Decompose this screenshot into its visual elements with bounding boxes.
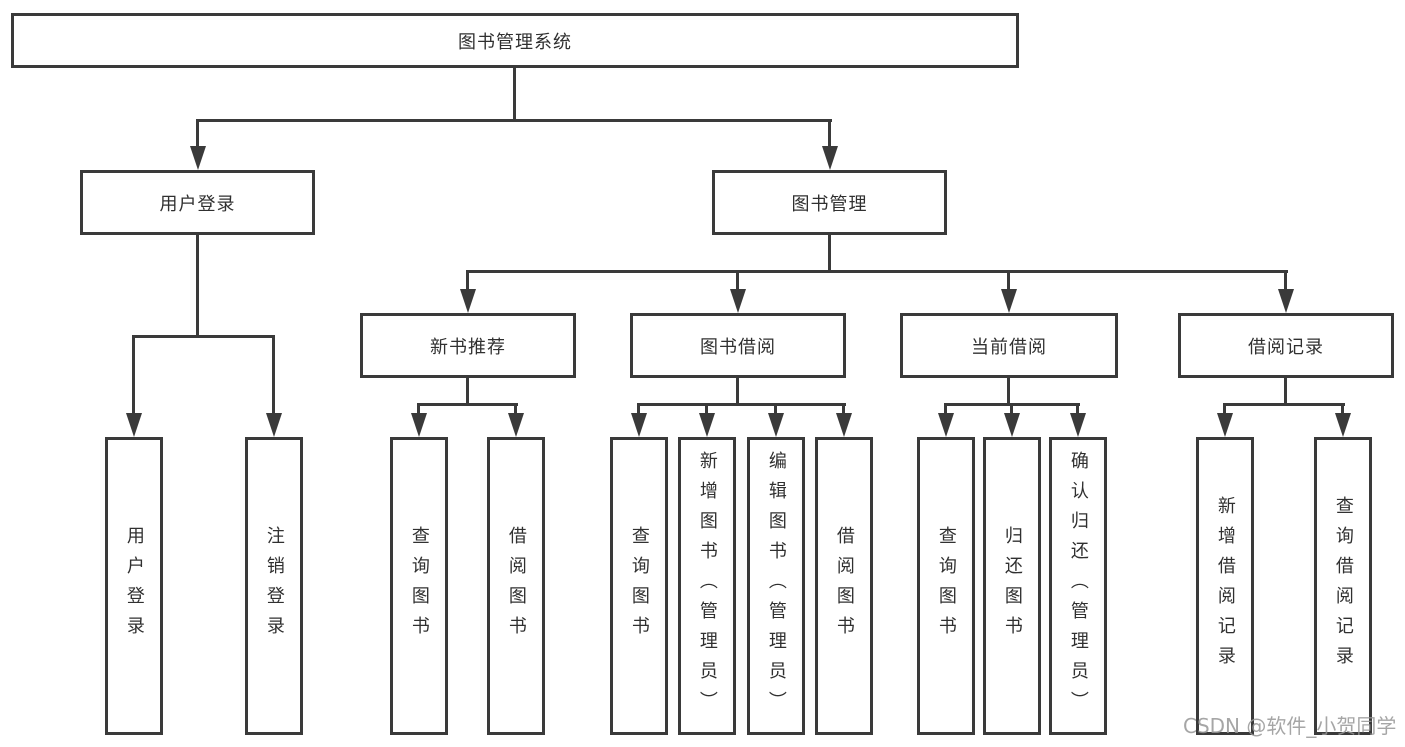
- arrow-down-icon: [822, 146, 838, 170]
- node-new-book-recommend: 新书推荐: [360, 313, 576, 378]
- connector-line: [1076, 403, 1079, 416]
- node-new-book-recommend-label: 新书推荐: [430, 336, 506, 358]
- node-leaf-borrow-books-2-label: 借阅图书: [833, 526, 855, 646]
- node-leaf-edit-books-admin: 编辑图书（管理员）: [747, 437, 805, 735]
- connector-line: [828, 235, 831, 273]
- node-leaf-query-books-2-label: 查询图书: [628, 526, 650, 646]
- node-leaf-query-books-1: 查询图书: [390, 437, 448, 735]
- connector-line: [417, 403, 420, 416]
- arrow-down-icon: [836, 413, 852, 437]
- connector-line: [196, 119, 199, 151]
- connector-line: [196, 119, 832, 122]
- node-leaf-query-books-3: 查询图书: [917, 437, 975, 735]
- node-leaf-add-borrow-record-label: 新增借阅记录: [1214, 496, 1236, 676]
- node-user-login: 用户登录: [80, 170, 315, 235]
- node-leaf-add-borrow-record: 新增借阅记录: [1196, 437, 1254, 735]
- node-book-management-label: 图书管理: [791, 193, 868, 215]
- node-leaf-borrow-books-1-label: 借阅图书: [505, 526, 527, 646]
- arrow-down-icon: [1217, 413, 1233, 437]
- arrow-down-icon: [938, 413, 954, 437]
- node-leaf-borrow-books-2: 借阅图书: [815, 437, 873, 735]
- node-current-borrow-label: 当前借阅: [971, 336, 1047, 358]
- arrow-down-icon: [1001, 289, 1017, 313]
- connector-line: [514, 403, 517, 416]
- node-leaf-return-books-label: 归还图书: [1001, 526, 1023, 646]
- connector-line: [417, 403, 518, 406]
- connector-line: [1284, 270, 1287, 292]
- arrow-down-icon: [730, 289, 746, 313]
- arrow-down-icon: [1278, 289, 1294, 313]
- arrow-down-icon: [1335, 413, 1351, 437]
- connector-line: [637, 403, 846, 406]
- node-book-borrow-label: 图书借阅: [700, 336, 776, 358]
- connector-line: [842, 403, 845, 416]
- watermark: CSDN @软件_小贺同学: [1183, 714, 1397, 738]
- arrow-down-icon: [1004, 413, 1020, 437]
- node-book-management: 图书管理: [712, 170, 947, 235]
- node-leaf-return-books: 归还图书: [983, 437, 1041, 735]
- connector-line: [1341, 403, 1344, 416]
- node-leaf-edit-books-admin-label: 编辑图书（管理员）: [765, 451, 787, 721]
- arrow-down-icon: [768, 413, 784, 437]
- arrow-down-icon: [631, 413, 647, 437]
- node-borrow-records-label: 借阅记录: [1248, 336, 1324, 358]
- node-root-label: 图书管理系统: [458, 31, 572, 53]
- node-root: 图书管理系统: [11, 13, 1019, 68]
- arrow-down-icon: [411, 413, 427, 437]
- node-borrow-records: 借阅记录: [1178, 313, 1394, 378]
- connector-line: [513, 68, 516, 120]
- connector-line: [637, 403, 640, 416]
- connector-line: [944, 403, 947, 416]
- connector-line: [828, 119, 831, 151]
- connector-line: [1007, 378, 1010, 406]
- connector-line: [132, 335, 135, 415]
- node-leaf-query-borrow-record: 查询借阅记录: [1314, 437, 1372, 735]
- node-user-login-label: 用户登录: [159, 193, 236, 215]
- connector-line: [272, 335, 275, 415]
- node-leaf-query-books-2: 查询图书: [610, 437, 668, 735]
- connector-line: [466, 270, 1288, 273]
- connector-line: [466, 270, 469, 292]
- node-leaf-user-login-label: 用户登录: [123, 526, 145, 646]
- node-leaf-user-login: 用户登录: [105, 437, 163, 735]
- node-leaf-add-books-admin: 新增图书（管理员）: [678, 437, 736, 735]
- connector-line: [1010, 403, 1013, 416]
- connector-line: [196, 235, 199, 338]
- node-leaf-logout-label: 注销登录: [263, 526, 285, 646]
- connector-line: [736, 270, 739, 292]
- connector-line: [1284, 378, 1287, 406]
- arrow-down-icon: [190, 146, 206, 170]
- node-leaf-query-borrow-record-label: 查询借阅记录: [1332, 496, 1354, 676]
- arrow-down-icon: [266, 413, 282, 437]
- node-leaf-query-books-3-label: 查询图书: [935, 526, 957, 646]
- node-leaf-add-books-admin-label: 新增图书（管理员）: [696, 451, 718, 721]
- connector-line: [1223, 403, 1345, 406]
- connector-line: [1223, 403, 1226, 416]
- connector-line: [736, 378, 739, 406]
- connector-line: [132, 335, 275, 338]
- node-leaf-confirm-return-admin: 确认归还（管理员）: [1049, 437, 1107, 735]
- node-leaf-confirm-return-admin-label: 确认归还（管理员）: [1067, 451, 1089, 721]
- connector-line: [705, 403, 708, 416]
- arrow-down-icon: [508, 413, 524, 437]
- node-leaf-borrow-books-1: 借阅图书: [487, 437, 545, 735]
- node-leaf-logout: 注销登录: [245, 437, 303, 735]
- connector-line: [774, 403, 777, 416]
- arrow-down-icon: [126, 413, 142, 437]
- connector-line: [1007, 270, 1010, 292]
- arrow-down-icon: [1070, 413, 1086, 437]
- node-book-borrow: 图书借阅: [630, 313, 846, 378]
- node-current-borrow: 当前借阅: [900, 313, 1118, 378]
- connector-line: [466, 378, 469, 406]
- node-leaf-query-books-1-label: 查询图书: [408, 526, 430, 646]
- arrow-down-icon: [699, 413, 715, 437]
- arrow-down-icon: [460, 289, 476, 313]
